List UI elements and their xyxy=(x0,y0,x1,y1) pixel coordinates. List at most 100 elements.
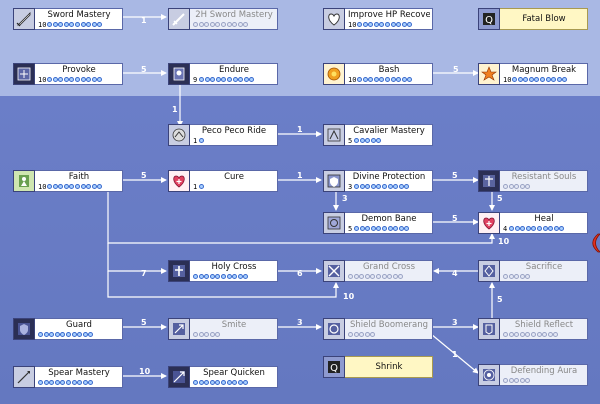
level-pip[interactable] xyxy=(404,226,410,231)
level-pip[interactable] xyxy=(359,184,365,189)
level-pip[interactable] xyxy=(354,184,359,189)
level-pip[interactable] xyxy=(373,22,379,27)
level-pip[interactable] xyxy=(221,77,227,82)
level-pip[interactable] xyxy=(540,77,545,82)
level-pip[interactable] xyxy=(198,22,204,27)
level-pip[interactable] xyxy=(519,184,525,189)
level-pip[interactable] xyxy=(88,380,94,385)
level-pip[interactable] xyxy=(232,22,238,27)
level-pip[interactable] xyxy=(390,22,396,27)
level-pip[interactable] xyxy=(545,77,551,82)
level-pip[interactable] xyxy=(91,184,97,189)
level-pip[interactable] xyxy=(60,332,66,337)
level-pip[interactable] xyxy=(553,226,559,231)
level-pip[interactable] xyxy=(43,332,49,337)
level-pip[interactable] xyxy=(243,22,249,27)
level-pip[interactable] xyxy=(514,274,520,279)
level-pip[interactable] xyxy=(370,332,376,337)
level-pip[interactable] xyxy=(353,332,359,337)
level-pip[interactable] xyxy=(525,378,531,383)
level-pip[interactable] xyxy=(359,138,365,143)
level-pip[interactable] xyxy=(97,77,103,82)
level-pip[interactable] xyxy=(348,332,353,337)
level-pip[interactable] xyxy=(43,380,49,385)
level-pip[interactable] xyxy=(376,226,382,231)
level-pip[interactable] xyxy=(204,380,210,385)
level-pip[interactable] xyxy=(69,184,75,189)
level-pip[interactable] xyxy=(503,378,508,383)
level-pip[interactable] xyxy=(69,77,75,82)
level-pip[interactable] xyxy=(210,77,216,82)
skill-shield-boomerang[interactable]: Shield Boomerang xyxy=(323,318,433,340)
level-pip[interactable] xyxy=(227,77,232,82)
level-pip[interactable] xyxy=(221,380,226,385)
level-pip[interactable] xyxy=(97,184,103,189)
level-pip[interactable] xyxy=(376,138,382,143)
level-pip[interactable] xyxy=(80,22,86,27)
level-pip[interactable] xyxy=(382,226,387,231)
level-pip[interactable] xyxy=(401,77,407,82)
level-pip[interactable] xyxy=(215,332,221,337)
level-pip[interactable] xyxy=(385,77,390,82)
level-pip[interactable] xyxy=(97,22,103,27)
level-pip[interactable] xyxy=(537,226,542,231)
level-pip[interactable] xyxy=(536,332,542,337)
level-pip[interactable] xyxy=(365,184,371,189)
level-pip[interactable] xyxy=(52,77,58,82)
level-pip[interactable] xyxy=(226,22,232,27)
level-pip[interactable] xyxy=(407,22,413,27)
level-pip[interactable] xyxy=(373,77,379,82)
level-pip[interactable] xyxy=(60,380,66,385)
level-pip[interactable] xyxy=(387,274,393,279)
level-pip[interactable] xyxy=(49,380,55,385)
level-pip[interactable] xyxy=(58,22,64,27)
level-pip[interactable] xyxy=(354,226,359,231)
level-pip[interactable] xyxy=(368,77,374,82)
level-pip[interactable] xyxy=(398,274,404,279)
level-pip[interactable] xyxy=(548,226,554,231)
level-pip[interactable] xyxy=(82,332,88,337)
level-pip[interactable] xyxy=(542,332,548,337)
level-pip[interactable] xyxy=(381,274,387,279)
level-pip[interactable] xyxy=(357,22,362,27)
level-pip[interactable] xyxy=(508,184,514,189)
level-pip[interactable] xyxy=(376,274,381,279)
level-pip[interactable] xyxy=(547,332,553,337)
level-pip[interactable] xyxy=(370,226,376,231)
level-pip[interactable] xyxy=(503,184,508,189)
level-pip[interactable] xyxy=(226,380,232,385)
level-pip[interactable] xyxy=(63,184,69,189)
level-pip[interactable] xyxy=(66,380,71,385)
level-pip[interactable] xyxy=(80,77,86,82)
level-pip[interactable] xyxy=(359,332,365,337)
level-pip[interactable] xyxy=(396,22,402,27)
level-pip[interactable] xyxy=(38,332,43,337)
level-pip[interactable] xyxy=(362,77,368,82)
level-pip[interactable] xyxy=(553,332,559,337)
level-pip[interactable] xyxy=(387,184,393,189)
level-pip[interactable] xyxy=(198,380,204,385)
level-pip[interactable] xyxy=(359,226,365,231)
level-pip[interactable] xyxy=(401,22,407,27)
level-pip[interactable] xyxy=(368,22,374,27)
skill-grand-cross[interactable]: Grand Cross xyxy=(323,260,433,282)
level-pip[interactable] xyxy=(508,274,514,279)
level-pip[interactable] xyxy=(232,380,238,385)
skill-holy-cross[interactable]: Holy Cross xyxy=(168,260,278,282)
level-pip[interactable] xyxy=(365,226,371,231)
level-pip[interactable] xyxy=(75,22,80,27)
level-pip[interactable] xyxy=(525,184,531,189)
level-pip[interactable] xyxy=(193,332,198,337)
level-pip[interactable] xyxy=(519,332,525,337)
level-pip[interactable] xyxy=(49,332,55,337)
level-pip[interactable] xyxy=(215,380,221,385)
level-pip[interactable] xyxy=(58,184,64,189)
level-pip[interactable] xyxy=(80,184,86,189)
